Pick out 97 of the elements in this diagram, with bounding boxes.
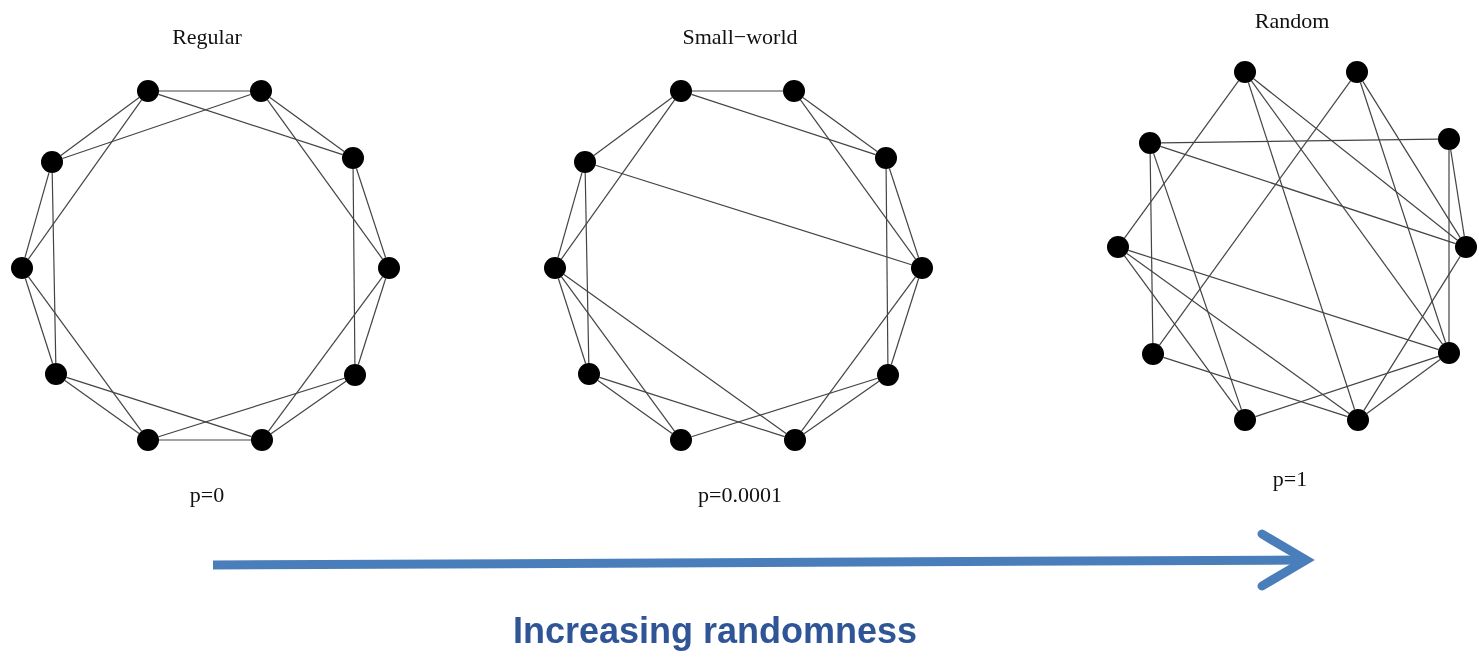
graph-node	[41, 151, 63, 173]
probability-label: p=1	[1272, 466, 1308, 492]
edge-line	[802, 96, 878, 153]
graph-title: Regular	[172, 24, 242, 50]
edge-line	[1359, 81, 1447, 344]
edge-line	[690, 93, 877, 156]
edge-line	[1250, 80, 1444, 345]
edge-line	[24, 172, 50, 259]
edge-line	[560, 99, 676, 260]
graph-title: Random	[1254, 8, 1330, 34]
graph-node	[1346, 61, 1368, 83]
graph-node	[11, 257, 33, 279]
edge-line	[560, 276, 676, 432]
edge-line	[27, 276, 143, 432]
graph-node	[670, 429, 692, 451]
edge-line	[1253, 78, 1458, 241]
edge-line	[1159, 145, 1457, 245]
graph-node	[574, 151, 596, 173]
edge-line	[1149, 153, 1154, 344]
graph-node	[1142, 343, 1164, 365]
probability-label: p=0	[189, 482, 225, 508]
edge-line	[270, 380, 347, 435]
edge-line	[557, 172, 583, 259]
edge-line	[1362, 80, 1461, 239]
edge-line	[597, 379, 673, 435]
edge-line	[803, 380, 880, 435]
edge-line	[800, 276, 917, 432]
edge-line	[557, 277, 587, 365]
edge-line	[157, 93, 344, 156]
graph-node	[784, 429, 806, 451]
edge-line	[890, 277, 920, 366]
graph-node	[378, 257, 400, 279]
graph-node	[250, 80, 272, 102]
graph-node	[911, 257, 933, 279]
graph-node	[45, 363, 67, 385]
edge-line	[885, 168, 889, 365]
edge-line	[65, 376, 253, 438]
edge-line	[1126, 252, 1350, 415]
graph-node	[251, 429, 273, 451]
graph-node	[578, 363, 600, 385]
edge-line	[1152, 152, 1243, 411]
edge-line	[1247, 81, 1356, 411]
edge-line	[888, 167, 920, 259]
edge-line	[1123, 255, 1240, 412]
graph-node	[783, 80, 805, 102]
graph-node	[544, 257, 566, 279]
edge-line	[158, 439, 252, 441]
arrow-caption: Increasing randomness	[512, 610, 918, 652]
edge-line	[799, 99, 917, 260]
edge-line	[357, 277, 387, 366]
graph-node	[342, 147, 364, 169]
graph-node	[1234, 61, 1256, 83]
graph-node	[1438, 342, 1460, 364]
graph-node	[1438, 128, 1460, 150]
edge-line	[157, 377, 346, 438]
graph-node	[1107, 236, 1129, 258]
edge-line	[598, 376, 786, 438]
graph-node	[670, 80, 692, 102]
edge-line	[1366, 358, 1441, 415]
graph-node	[875, 147, 897, 169]
graph-node	[1234, 409, 1256, 431]
probability-label: p=0.0001	[698, 482, 782, 508]
edge-line	[593, 96, 673, 157]
edge-line	[1123, 80, 1240, 239]
graph-node	[137, 80, 159, 102]
edge-line	[158, 90, 251, 92]
edge-line	[1363, 255, 1461, 412]
edge-line	[64, 379, 140, 435]
graph-node	[877, 364, 899, 386]
edge-line	[355, 167, 387, 259]
edge-line	[1127, 249, 1440, 351]
graph-node	[1347, 409, 1369, 431]
edge-line	[269, 96, 345, 153]
edge-line	[1160, 138, 1439, 144]
graph-node	[344, 364, 366, 386]
edge-line	[690, 377, 879, 438]
edge-line	[691, 90, 784, 92]
edge-line	[1254, 355, 1440, 418]
edge-line	[1450, 149, 1465, 237]
edge-line	[1162, 356, 1349, 418]
edge-line	[1448, 149, 1450, 343]
graph-node	[1455, 236, 1477, 258]
edge-line	[61, 93, 252, 160]
edge-line	[27, 99, 143, 260]
edge-line	[60, 96, 140, 157]
edge-line	[594, 164, 913, 266]
edge-line	[51, 172, 57, 364]
edge-line	[24, 277, 54, 365]
edge-line	[563, 273, 787, 435]
edge-line	[266, 99, 384, 260]
graph-node	[1139, 132, 1161, 154]
edge-line	[584, 172, 590, 364]
graph-node	[137, 429, 159, 451]
edge-line	[267, 276, 384, 432]
edge-line	[1158, 80, 1352, 346]
edge-line	[352, 168, 356, 365]
graph-title: Small−world	[682, 24, 798, 50]
